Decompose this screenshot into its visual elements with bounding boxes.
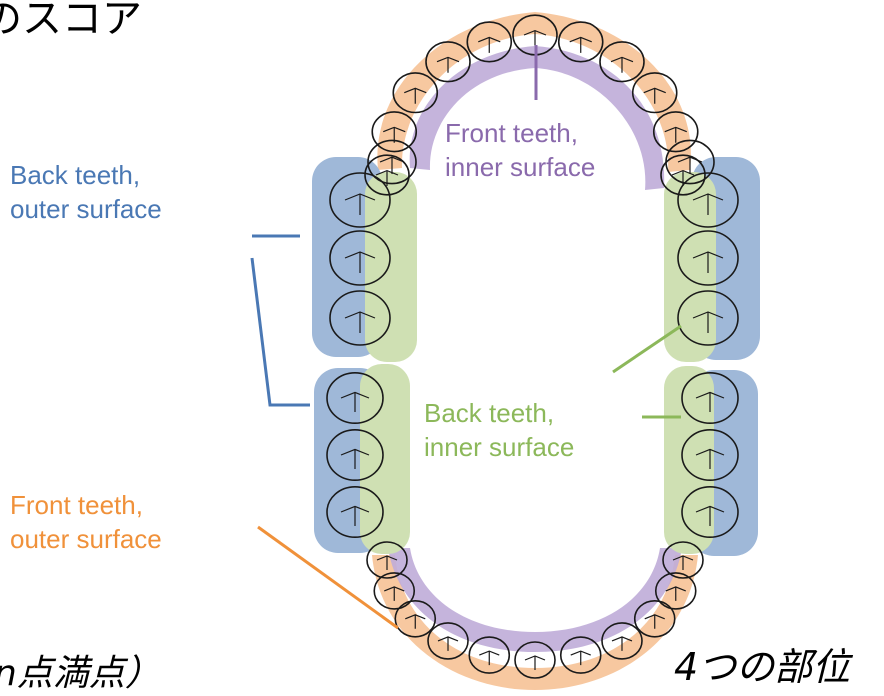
caption-four-areas: 4つの部位 [674,636,850,691]
zone-back-inner-lower-left [360,364,410,554]
header-fragment: のスコア [0,0,142,44]
zone-back-inner-upper-left [365,172,417,362]
label-front-outer-line2: outer surface [10,522,162,556]
label-back-inner-line1: Back teeth, [424,396,574,430]
leader-back-outer-bracket [252,258,310,405]
label-front-outer-line1: Front teeth, [10,488,162,522]
label-front-teeth-inner: Front teeth, inner surface [445,116,595,184]
label-back-inner-line2: inner surface [424,430,574,464]
label-front-inner-line1: Front teeth, [445,116,595,150]
label-front-teeth-outer: Front teeth, outer surface [10,488,162,556]
label-back-teeth-inner: Back teeth, inner surface [424,396,574,464]
label-back-outer-line2: outer surface [10,192,162,226]
label-back-outer-line1: Back teeth, [10,158,162,192]
footer-fragment: n点満点） [0,644,161,696]
surface-zones [312,12,760,690]
label-back-teeth-outer: Back teeth, outer surface [10,158,162,226]
label-front-inner-line2: inner surface [445,150,595,184]
